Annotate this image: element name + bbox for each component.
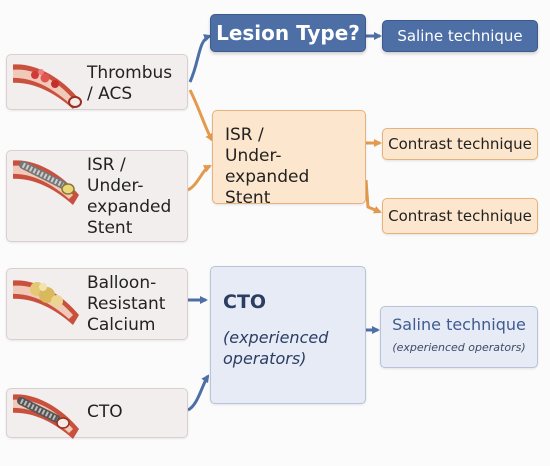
isr-center-box: ISR / Under-expanded Stent [212, 110, 366, 208]
stent-artery-icon [13, 160, 79, 205]
arrow-cto-card-to-cto [187, 374, 210, 412]
saline-bottom-title: Saline technique [392, 315, 526, 334]
lesion-type-box: Lesion Type? [210, 14, 366, 52]
saline-top-label: Saline technique [397, 27, 523, 45]
calcium-artery-icon [13, 280, 79, 325]
lesion-type-label: Lesion Type? [216, 21, 360, 45]
contrast-label-1: Contrast technique [388, 135, 532, 153]
isr-center-label: ISR / Under-expanded Stent [225, 125, 310, 208]
saline-bottom-subtitle: (experienced operators) [392, 341, 526, 354]
cto-center-subtitle: (experienced operators) [223, 328, 329, 368]
card-label: Thrombus / ACS [87, 63, 173, 104]
thrombus-artery-icon [13, 64, 82, 109]
card-label: Balloon- Resistant Calcium [87, 273, 166, 335]
cto-center-title: CTO [223, 291, 267, 313]
card-cto: CTO [6, 388, 188, 439]
saline-bottom-box: Saline technique (experienced operators) [380, 306, 538, 368]
arrow-thrombus-to-isr [188, 89, 214, 142]
card-thrombus: Thrombus / ACS [6, 54, 188, 110]
card-label: ISR / Under- expanded Stent [87, 155, 172, 238]
arrow-thrombus-to-lesion [188, 34, 212, 83]
cto-center-box: CTO (experienced operators) [210, 266, 366, 404]
card-isr: ISR / Under- expanded Stent [6, 150, 188, 242]
card-calcium: Balloon- Resistant Calcium [6, 268, 188, 340]
card-label: CTO [87, 402, 123, 422]
cto-artery-icon [13, 394, 79, 439]
contrast-box-2: Contrast technique [382, 198, 538, 234]
contrast-label-2: Contrast technique [388, 207, 532, 225]
arrow-isr-card-to-isr [187, 164, 212, 192]
arrow-isr-to-contrast-2 [364, 179, 382, 214]
saline-top-box: Saline technique [382, 20, 538, 52]
contrast-box-1: Contrast technique [382, 128, 538, 160]
